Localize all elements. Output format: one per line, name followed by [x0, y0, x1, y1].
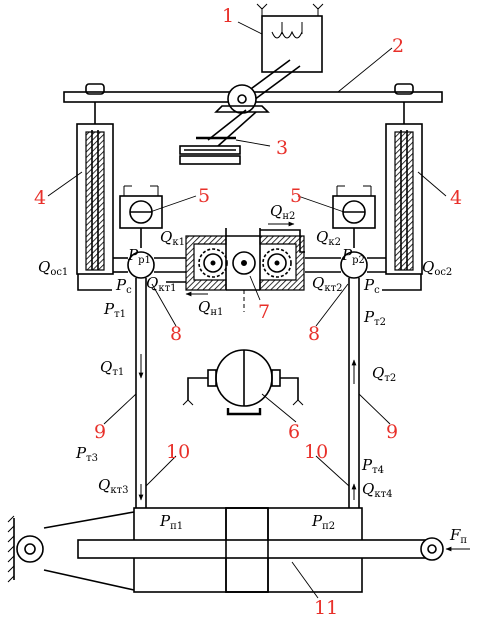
rocker-beam [63, 83, 443, 114]
callout-7: 7 [258, 301, 270, 323]
label-q-kt2: Qкт2 [312, 274, 342, 294]
right-distributor [305, 251, 422, 300]
actuator-cylinder [7, 507, 470, 593]
callout-4-left: 4 [34, 187, 46, 209]
right-valve [332, 185, 376, 248]
callout-4-right: 4 [450, 187, 462, 209]
callout-9-right: 9 [386, 421, 398, 443]
label-q-n1: Qн1 [198, 298, 223, 318]
label-p-t1: Pт1 [103, 300, 126, 320]
callout-8-right: 8 [308, 323, 320, 345]
label-f-n: Fп [449, 526, 467, 546]
left-distributor [77, 251, 186, 300]
label-q-n2: Qн2 [270, 202, 295, 222]
callout-5-right: 5 [290, 185, 302, 207]
callout-9-left: 9 [94, 421, 106, 443]
callout-11: 11 [314, 597, 338, 619]
label-q-oc2: Qос2 [422, 258, 452, 278]
lever-assembly [179, 109, 257, 165]
callout-6: 6 [288, 421, 300, 443]
callout-5-left: 5 [198, 185, 210, 207]
label-p-t3: Pт3 [75, 444, 98, 464]
right-spring-cylinder [385, 102, 423, 275]
label-q-kt1: Qкт1 [146, 274, 176, 294]
label-q-t2: Qт2 [372, 364, 396, 384]
label-p-p2: Pр2 [341, 246, 365, 266]
label-q-kt3: Qкт3 [98, 476, 128, 496]
right-hydraulic-line [348, 300, 360, 508]
label-q-t1: Qт1 [100, 358, 124, 378]
electric-motor [182, 349, 304, 416]
callout-3: 3 [276, 137, 288, 159]
label-p-c-right: Pс [363, 276, 380, 296]
callout-1: 1 [222, 5, 234, 27]
callout-10-left: 10 [166, 441, 190, 463]
callout-2: 2 [392, 35, 404, 57]
label-p-t2: Pт2 [363, 308, 386, 328]
label-q-oc1: Qос1 [38, 258, 68, 278]
callout-8-left: 8 [170, 323, 182, 345]
callout-10-right: 10 [304, 441, 328, 463]
label-p-t4: Pт4 [361, 456, 384, 476]
label-q-kt4: Qкт4 [362, 480, 392, 500]
left-valve [119, 185, 163, 248]
label-p-p1: Pр1 [127, 246, 151, 266]
left-spring-cylinder [76, 102, 114, 275]
label-q-k2: Qк2 [316, 228, 341, 248]
label-p-c-left: Pс [115, 276, 132, 296]
label-p-n2: Pп2 [311, 512, 335, 532]
left-hydraulic-line [135, 300, 147, 508]
label-p-n1: Pп1 [159, 512, 183, 532]
label-q-k1: Qк1 [160, 228, 185, 248]
drive-motor-box [256, 3, 324, 73]
